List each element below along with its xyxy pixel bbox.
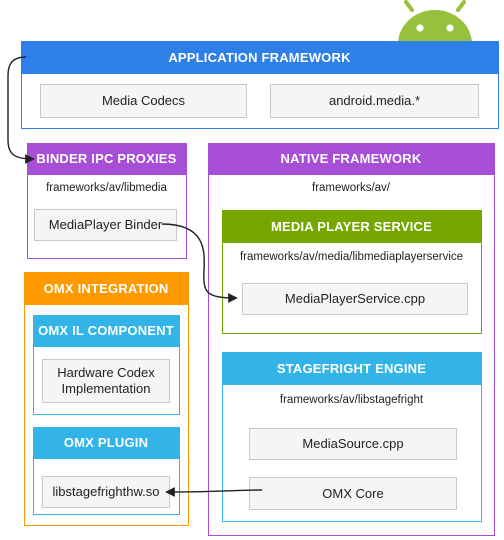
android-robot-icon: [398, 0, 472, 44]
media-codecs-block: Media Codecs: [40, 84, 247, 118]
hardware-codex-block: Hardware Codex Implementation: [42, 359, 170, 403]
stagefright-engine-box: STAGEFRIGHT ENGINE frameworks/av/libstag…: [221, 351, 482, 522]
media-player-service-title: MEDIA PLAYER SERVICE: [270, 218, 432, 234]
mediaplayerservice-cpp-block: MediaPlayerService.cpp: [242, 283, 468, 315]
omx-integration-box: OMX INTEGRATION OMX IL COMPONENT Hardwar…: [23, 271, 189, 526]
omx-plugin-box: OMX PLUGIN libstagefrighthw.so: [32, 426, 180, 515]
media-player-service-header: MEDIA PLAYER SERVICE: [221, 209, 482, 243]
mediaplayer-binder-label: MediaPlayer Binder: [48, 217, 163, 232]
binder-ipc-proxies-box: BINDER IPC PROXIES frameworks/av/libmedi…: [26, 142, 187, 259]
omx-integration-title: OMX INTEGRATION: [43, 280, 169, 296]
application-framework-title: APPLICATION FRAMEWORK: [168, 49, 351, 65]
stagefright-engine-header: STAGEFRIGHT ENGINE: [221, 351, 482, 385]
binder-ipc-proxies-title: BINDER IPC PROXIES: [36, 151, 177, 166]
media-player-service-path: frameworks/av/media/libmediaplayerservic…: [239, 251, 464, 263]
omx-integration-header: OMX INTEGRATION: [23, 271, 189, 305]
android-media-block: android.media.*: [270, 84, 479, 118]
omx-il-component-box: OMX IL COMPONENT Hardware Codex Implemen…: [32, 314, 180, 415]
native-framework-box: NATIVE FRAMEWORK frameworks/av/ MEDIA PL…: [207, 142, 495, 536]
omx-core-label: OMX Core: [322, 485, 384, 501]
mediaplayerservice-cpp-label: MediaPlayerService.cpp: [284, 291, 426, 306]
media-codecs-label: Media Codecs: [101, 93, 186, 108]
omx-il-component-header: OMX IL COMPONENT: [32, 314, 180, 347]
native-framework-path: frameworks/av/: [312, 182, 390, 194]
omx-plugin-header: OMX PLUGIN: [32, 426, 180, 459]
binder-ipc-proxies-header: BINDER IPC PROXIES: [26, 142, 187, 175]
media-player-service-box: MEDIA PLAYER SERVICE frameworks/av/media…: [221, 209, 482, 334]
omx-core-block: OMX Core: [249, 477, 457, 510]
omx-plugin-title: OMX PLUGIN: [63, 435, 149, 450]
mediasource-cpp-block: MediaSource.cpp: [249, 428, 457, 460]
libstagefrighthw-label: libstagefrighthw.so: [52, 484, 160, 499]
application-framework-header: APPLICATION FRAMEWORK: [20, 40, 499, 74]
native-framework-title: NATIVE FRAMEWORK: [280, 151, 422, 166]
binder-path: frameworks/av/libmedia: [46, 182, 167, 194]
omx-il-component-title: OMX IL COMPONENT: [38, 323, 174, 338]
mediasource-cpp-label: MediaSource.cpp: [302, 436, 404, 451]
stagefright-engine-title: STAGEFRIGHT ENGINE: [276, 360, 427, 376]
native-framework-header: NATIVE FRAMEWORK: [207, 142, 495, 175]
android-media-label: android.media.*: [328, 93, 421, 108]
application-framework-box: APPLICATION FRAMEWORK Media Codecs andro…: [20, 40, 499, 129]
mediaplayer-binder-block: MediaPlayer Binder: [34, 209, 177, 241]
stagefright-path: frameworks/av/libstagefright: [279, 394, 424, 406]
hardware-codex-label: Hardware Codex Implementation: [57, 365, 155, 396]
libstagefrighthw-block: libstagefrighthw.so: [42, 476, 170, 508]
